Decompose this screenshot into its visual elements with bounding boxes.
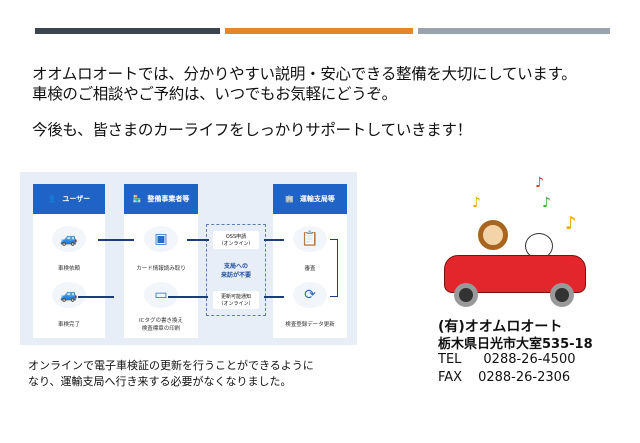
- accent-bar-1: [35, 28, 220, 34]
- music-note-icon: ♪: [535, 175, 544, 191]
- online-box: OSS申請（オンライン） 支局への来訪が不要 更新可能通知（オンライン）: [206, 224, 266, 316]
- music-note-icon: ♪: [565, 213, 577, 234]
- wheel: [454, 283, 478, 307]
- column-title: ユーザー: [62, 195, 91, 203]
- message-line-3: 今後も、皆さまのカーライフをしっかりサポートしていきます！: [32, 121, 472, 139]
- arrow-right: [264, 239, 284, 241]
- step-review: 審査: [304, 266, 316, 272]
- accent-bar-2: [225, 28, 413, 34]
- message-line-1: オオムロオートでは、分かりやすい説明・安心できる整備を大切にしています。: [32, 65, 577, 83]
- caption-line-1: オンラインで電子車検証の更新を行うことができるように: [28, 359, 314, 372]
- arrow-left: [264, 296, 284, 298]
- arrow-left: [168, 296, 208, 298]
- computer-icon: ▭: [144, 282, 178, 308]
- company-name: (有)オオムロオート: [438, 319, 563, 335]
- step-data-update: 検査登録データ更新: [285, 322, 335, 328]
- column-title: 運輸支局等: [299, 195, 335, 203]
- column-title: 整備事業者等: [147, 195, 190, 203]
- company-address: 栃木県日光市大室535-18: [438, 337, 593, 352]
- user-icon: 👤: [47, 195, 57, 203]
- step-inspection-complete: 車検完了: [57, 322, 80, 328]
- step-card-read: カード情報読み取り: [136, 266, 186, 272]
- girl-face: [478, 220, 508, 250]
- message-line-2: 車検のご相談やご予約は、いつでもお気軽にどうぞ。: [32, 85, 397, 103]
- update-notice: 更新可能通知（オンライン）: [213, 291, 259, 309]
- music-note-icon: ♪: [542, 195, 551, 211]
- shop-icon: 🏪: [132, 195, 142, 203]
- car-illustration: ♪ ♪ ♪ ♪: [440, 175, 590, 310]
- building-icon: 🏢: [285, 195, 294, 203]
- step-inspection-request: 車検依頼: [57, 266, 80, 272]
- card-reader-icon: ▣: [144, 226, 178, 252]
- column-shop: 🏪 整備事業者等 ▣ カード情報読み取り ▭ ICタグの書き換え検査標章の印刷: [124, 184, 198, 338]
- arrow-right: [98, 239, 134, 241]
- column-office: 🏢 運輸支局等 📋 審査 ⟳ 検査登録データ更新: [273, 184, 347, 338]
- arrow-right: [187, 239, 209, 241]
- oss-application: OSS申請（オンライン）: [213, 231, 259, 249]
- no-visit-note: 支局への来訪が不要: [220, 263, 251, 279]
- step-ic-rewrite: ICタグの書き換え検査標章の印刷: [139, 318, 183, 332]
- car-search-icon: 🚙: [52, 226, 86, 252]
- music-note-icon: ♪: [472, 195, 481, 211]
- arrow-down: [330, 239, 338, 297]
- online-inspection-diagram: 👤 ユーザー 🚙 車検依頼 🚙 車検完了 🏪 整備事業者等 ▣ カード情報読み取り …: [20, 172, 357, 345]
- dog-face: [525, 233, 553, 259]
- car-check-icon: 🚙: [52, 282, 86, 308]
- accent-bar-3: [418, 28, 610, 34]
- wheel: [550, 283, 574, 307]
- clipboard-icon: 📋: [293, 226, 327, 252]
- arrow-left: [78, 296, 114, 298]
- caption-line-2: なり、運輸支局へ行き来する必要がなくなりました。: [28, 375, 292, 388]
- column-user: 👤 ユーザー 🚙 車検依頼 🚙 車検完了: [33, 184, 105, 338]
- refresh-icon: ⟳: [293, 282, 327, 308]
